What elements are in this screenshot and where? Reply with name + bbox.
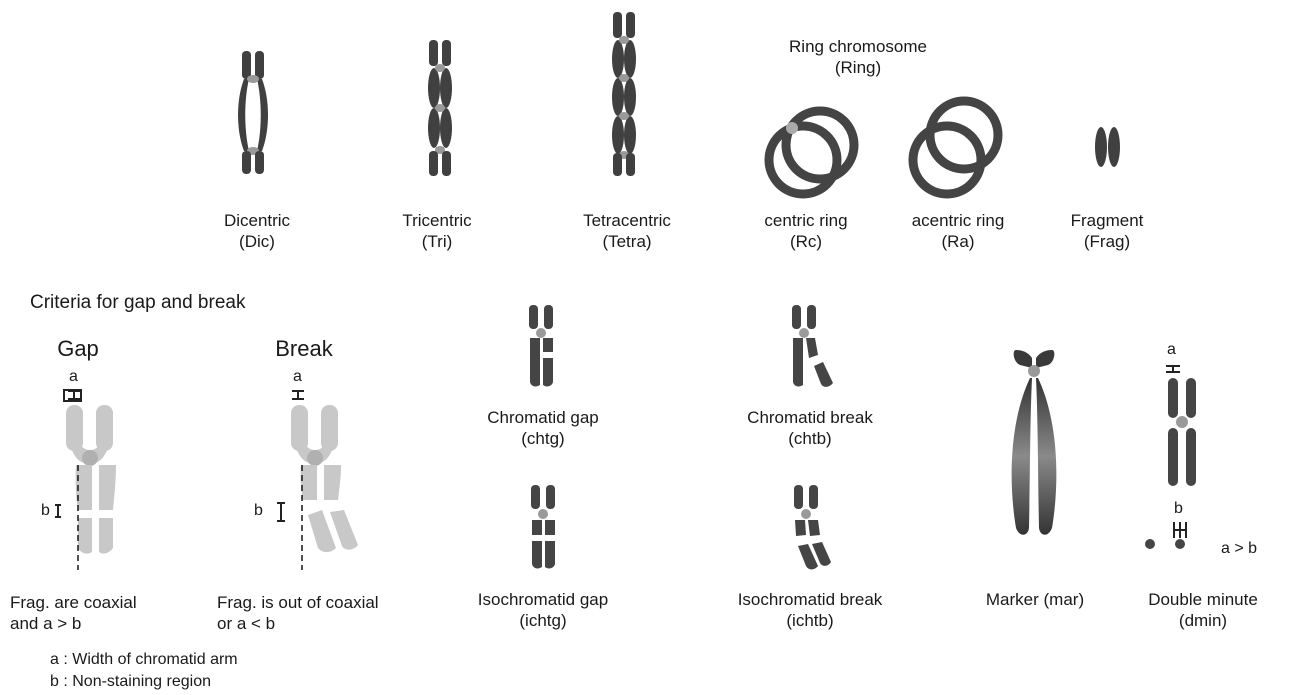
break-mark-b: b [254, 502, 263, 520]
label-tetracentric: Tetracentric(Tetra) [583, 210, 671, 252]
fragment-chromosome [1095, 127, 1120, 167]
label-acentric-ring: acentric ring(Ra) [912, 210, 1005, 252]
acentric-ring-chromosome [913, 101, 998, 194]
dmin-mark-a: a [1167, 341, 1176, 359]
ring-header: Ring chromosome(Ring) [789, 36, 927, 78]
chromatid-gap-chromosome [529, 305, 553, 386]
dmin-relation: a > b [1221, 540, 1257, 558]
dicentric-chromosome [238, 51, 268, 174]
break-mark-a: a [293, 368, 302, 386]
gap-criteria-chromosome [55, 390, 116, 570]
tetracentric-chromosome [612, 12, 636, 176]
label-double-minute: Double minute(dmin) [1148, 589, 1258, 631]
isochromatid-break-chromosome [794, 485, 831, 569]
gap-mark-a: a [69, 368, 78, 386]
break-header: Break [275, 336, 332, 362]
label-fragment: Fragment(Frag) [1071, 210, 1144, 252]
chromatid-break-chromosome [792, 305, 833, 387]
legend-b: b : Non-staining region [50, 673, 211, 691]
tricentric-chromosome [428, 40, 452, 176]
label-chromatid-break: Chromatid break(chtb) [747, 407, 873, 449]
isochromatid-gap-chromosome [531, 485, 555, 568]
gap-mark-b: b [41, 502, 50, 520]
label-dicentric: Dicentric(Dic) [224, 210, 290, 252]
marker-chromosome [1012, 350, 1057, 535]
gap-header: Gap [57, 336, 99, 362]
label-chromatid-gap: Chromatid gap(chtg) [487, 407, 599, 449]
break-criteria-chromosome [277, 391, 358, 570]
label-tricentric: Tricentric(Tri) [402, 210, 471, 252]
double-minute-chromosome [1145, 366, 1196, 549]
label-marker: Marker (mar) [986, 589, 1084, 610]
criteria-title: Criteria for gap and break [30, 292, 245, 313]
label-centric-ring: centric ring(Rc) [764, 210, 847, 252]
centric-ring-chromosome [769, 111, 854, 194]
dmin-mark-b: b [1174, 500, 1183, 518]
legend-a: a : Width of chromatid arm [50, 651, 238, 669]
label-isochromatid-break: Isochromatid break(ichtb) [738, 589, 883, 631]
label-isochromatid-gap: Isochromatid gap(ichtg) [478, 589, 608, 631]
